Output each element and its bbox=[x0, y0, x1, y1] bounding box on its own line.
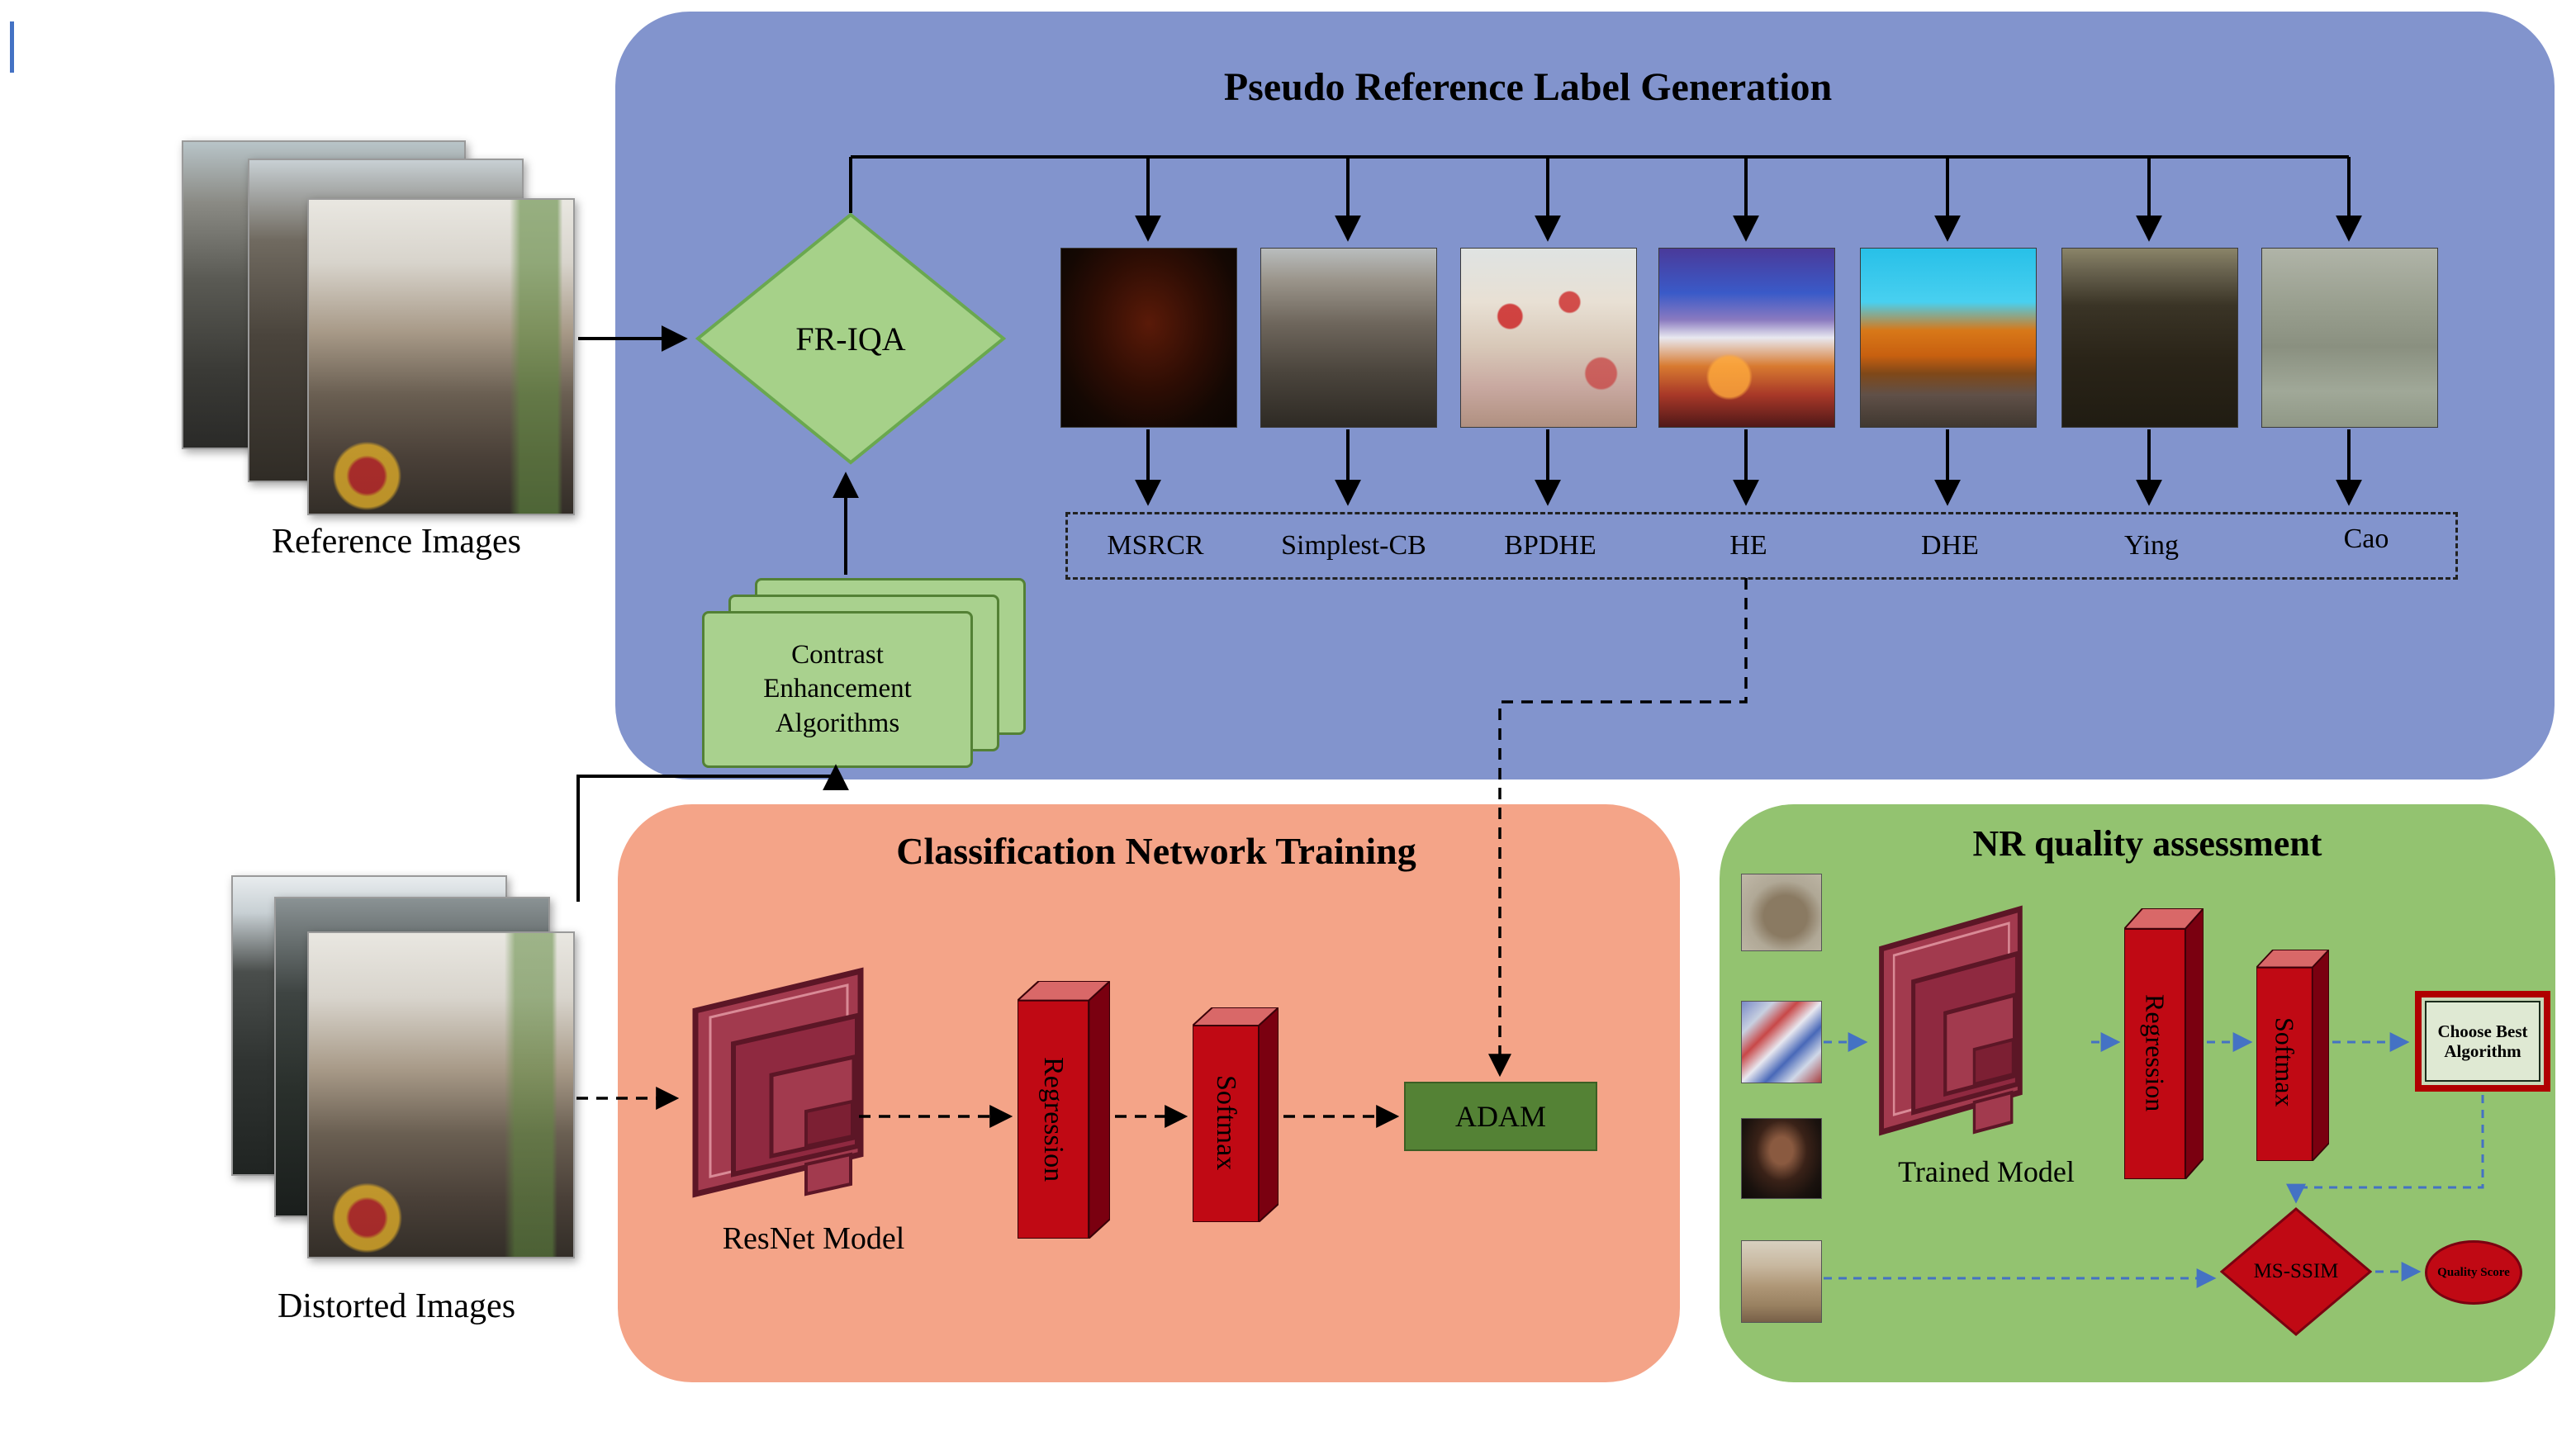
reference-images-label: Reference Images bbox=[272, 523, 521, 561]
nr-thumb-couple bbox=[1741, 1240, 1822, 1323]
friqa-diamond: FR-IQA bbox=[694, 211, 1008, 467]
thumb-he-image bbox=[1658, 248, 1835, 428]
adam-label: ADAM bbox=[1454, 1100, 1546, 1133]
softmax-label-training: Softmax bbox=[1211, 1075, 1241, 1171]
contrast-enhancement-pages: Contrast Enhancement Algorithms bbox=[702, 578, 1032, 770]
distorted-photo-front bbox=[307, 931, 575, 1258]
thumb-ying-image bbox=[2061, 248, 2238, 428]
algo-label-bpdhe: BPDHE bbox=[1504, 530, 1596, 561]
trained-model-label: Trained Model bbox=[1898, 1155, 2075, 1188]
regression-label-training: Regression bbox=[1038, 1057, 1069, 1182]
softmax-box-training bbox=[1193, 1007, 1279, 1222]
algorithm-label-box: MSRCR Simplest-CB BPDHE HE DHE Ying Cao bbox=[1065, 512, 2458, 580]
msssim-label: MS-SSIM bbox=[2253, 1260, 2339, 1282]
pseudo-panel-title: Pseudo Reference Label Generation bbox=[1223, 65, 1833, 109]
quality-score-ellipse: Quality Score bbox=[2425, 1240, 2522, 1305]
thumb-dhe-image bbox=[1860, 248, 2037, 428]
friqa-diamond-shape bbox=[695, 212, 1007, 465]
choose-best-box: Choose Best Algorithm bbox=[2415, 991, 2550, 1092]
msssim-diamond: MS-SSIM bbox=[2220, 1207, 2372, 1336]
choose-best-inner: Choose Best Algorithm bbox=[2425, 1001, 2540, 1082]
page-sheet-front: Contrast Enhancement Algorithms bbox=[702, 611, 973, 768]
algo-label-simplestcb: Simplest-CB bbox=[1281, 530, 1426, 561]
thumb-cao-image bbox=[2261, 248, 2438, 428]
quality-score-label: Quality Score bbox=[2437, 1265, 2510, 1279]
algo-label-he: HE bbox=[1729, 530, 1767, 561]
softmax-label-nr: Softmax bbox=[2270, 1016, 2300, 1107]
left-margin-mark bbox=[10, 21, 14, 73]
trained-model-shape bbox=[1873, 896, 2088, 1160]
adam-box: ADAM bbox=[1404, 1082, 1597, 1151]
nr-thumb-crowd bbox=[1741, 1001, 1822, 1083]
regression-box-training bbox=[1018, 981, 1110, 1239]
reference-photo-front bbox=[307, 198, 575, 515]
training-panel-title: Classification Network Training bbox=[896, 830, 1416, 872]
thumb-simplestcb-image bbox=[1260, 248, 1437, 428]
distorted-images-label: Distorted Images bbox=[277, 1287, 516, 1325]
resnet-model-shape bbox=[686, 958, 942, 1222]
regression-label-nr: Regression bbox=[2140, 993, 2170, 1112]
nr-thumb-donkey bbox=[1741, 874, 1822, 951]
friqa-label: FR-IQA bbox=[795, 320, 906, 358]
nr-panel-title: NR quality assessment bbox=[1972, 823, 2322, 864]
thumb-bpdhe-image bbox=[1460, 248, 1637, 428]
choose-best-label: Choose Best Algorithm bbox=[2437, 1021, 2528, 1061]
algo-label-ying: Ying bbox=[2123, 530, 2180, 561]
algo-label-cao: Cao bbox=[2343, 524, 2389, 555]
resnet-model-label: ResNet Model bbox=[722, 1221, 905, 1256]
nr-thumb-woman bbox=[1741, 1118, 1822, 1199]
thumb-msrcr-image bbox=[1060, 248, 1237, 428]
contrast-enhancement-label: Contrast Enhancement Algorithms bbox=[763, 640, 912, 738]
algo-label-msrcr: MSRCR bbox=[1107, 530, 1204, 561]
algo-label-dhe: DHE bbox=[1921, 530, 1979, 561]
regression-box-nr bbox=[2124, 908, 2204, 1179]
